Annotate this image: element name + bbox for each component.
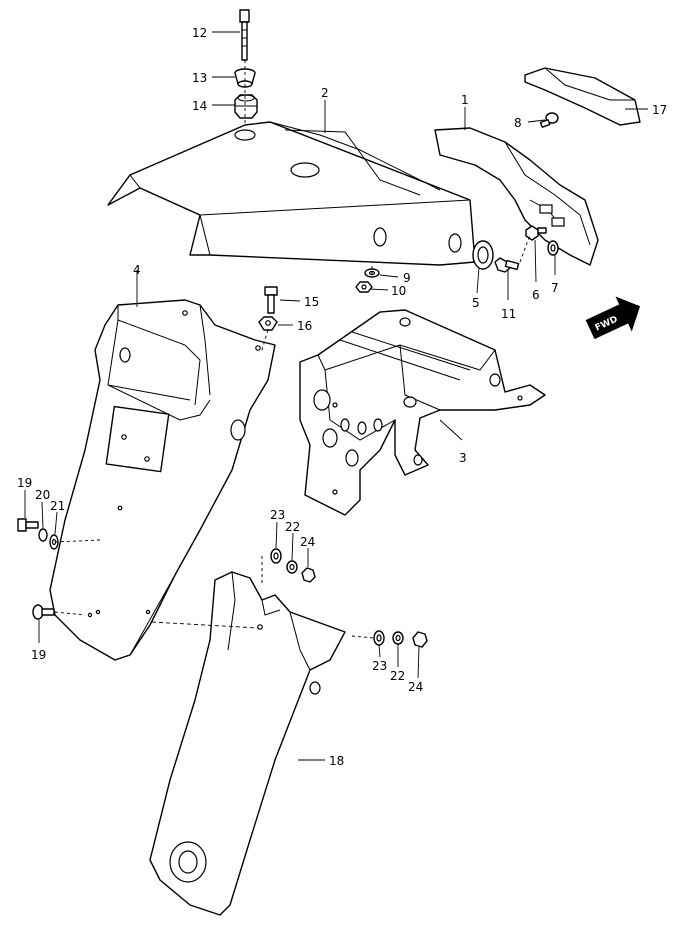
- fwd-arrow-icon: FWD: [585, 296, 641, 340]
- callout-13: 13: [192, 71, 207, 85]
- part-3-plate-bracket: [299, 309, 546, 516]
- callout-10: 10: [391, 284, 406, 298]
- leader-lines: [24, 31, 648, 761]
- callout-19-lower: 19: [31, 648, 46, 662]
- callout-19-upper: 19: [17, 476, 32, 490]
- callout-3: 3: [459, 451, 467, 465]
- callout-12: 12: [192, 26, 207, 40]
- part-2-tail-cover: [107, 121, 476, 266]
- callout-1: 1: [461, 93, 469, 107]
- callout-18: 18: [329, 754, 344, 768]
- callout-labels: 12 13 14 2 1 8 17 9 10 5 11 6 7 4 15 16 …: [17, 26, 667, 768]
- parts-23-22-24-lower: [373, 630, 428, 648]
- part-20-washer: [38, 528, 48, 542]
- part-7-washer: [547, 240, 559, 256]
- callout-11: 11: [501, 307, 516, 321]
- part-18-mudflap: [149, 571, 346, 916]
- callout-24-lower: 24: [408, 680, 423, 694]
- assembly-lines: [54, 60, 531, 639]
- part-10-nut: [355, 281, 373, 293]
- part-1-bracket: [434, 127, 599, 266]
- callout-20: 20: [35, 488, 50, 502]
- part-21-washer: [49, 534, 59, 550]
- callout-21: 21: [50, 499, 65, 513]
- callout-14: 14: [192, 99, 207, 113]
- part-15-bolt: [264, 286, 278, 314]
- callout-4: 4: [133, 263, 141, 277]
- part-5-ring: [472, 240, 494, 270]
- part-6-screw: [525, 225, 547, 241]
- callout-23-lower: 23: [372, 659, 387, 673]
- part-4-rear-fender: [49, 299, 276, 661]
- part-11-screw: [494, 257, 520, 273]
- parts-23-22-24-upper: [270, 548, 316, 583]
- callout-24-upper: 24: [300, 535, 315, 549]
- part-19-bolt-lower: [32, 604, 55, 620]
- part-17-pad: [524, 67, 641, 126]
- callout-15: 15: [304, 295, 319, 309]
- callout-23-upper: 23: [270, 508, 285, 522]
- callout-7: 7: [551, 281, 559, 295]
- callout-9: 9: [403, 271, 411, 285]
- part-8-screw: [539, 112, 559, 128]
- callout-17: 17: [652, 103, 667, 117]
- part-12-bolt: [239, 9, 250, 61]
- callout-2: 2: [321, 86, 329, 100]
- callout-22-lower: 22: [390, 669, 405, 683]
- callout-22-upper: 22: [285, 520, 300, 534]
- part-19-bolt-upper: [17, 518, 39, 532]
- callout-16: 16: [297, 319, 312, 333]
- part-14-grommet: [234, 94, 258, 119]
- callout-6: 6: [532, 288, 540, 302]
- part-16-nut: [258, 316, 278, 331]
- callout-8: 8: [514, 116, 522, 130]
- callout-5: 5: [472, 296, 480, 310]
